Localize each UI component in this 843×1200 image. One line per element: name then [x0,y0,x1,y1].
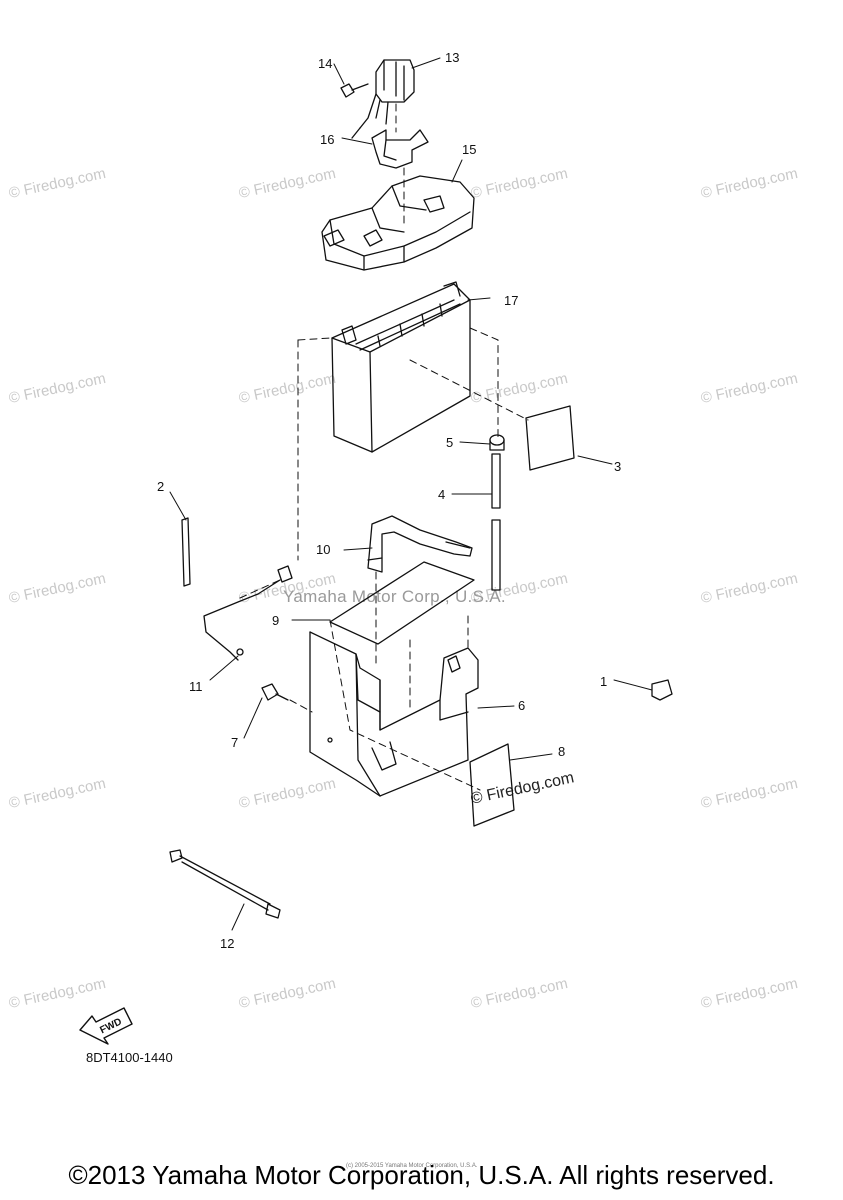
bolt-part [340,83,369,98]
callout-12: 12 [220,936,235,951]
strip-part [181,517,191,587]
callout-17: 17 [504,293,519,308]
callout-14: 14 [318,56,333,71]
copyright-footer: ©2013 Yamaha Motor Corporation, U.S.A. A… [68,1160,775,1190]
callout-10: 10 [316,542,331,557]
callout-11: 11 [189,679,203,694]
tiny-credit: (c) 2005-2015 Yamaha Motor Corporation, … [346,1163,478,1169]
callout-8: 8 [558,744,566,759]
callout-7: 7 [231,735,239,750]
sheet-part [329,561,475,645]
callout-3: 3 [614,459,622,474]
callout-13: 13 [445,50,460,65]
clip-part [651,679,673,701]
fuse-holder-part [351,59,415,139]
breather-hose-part [491,453,501,591]
fwd-arrow-icon: FWD [79,1007,133,1045]
callout-16: 16 [320,132,335,147]
lead-wire-part [169,849,281,919]
label-part [525,405,575,471]
bracket-part [371,129,429,169]
callout-15: 15 [462,142,477,157]
battery-cover-part [321,175,475,271]
callout-1: 1 [600,674,608,689]
bolt-part [261,683,289,701]
callout-4: 4 [438,487,446,502]
panel-part [469,743,515,827]
diagram-code: 8DT4100-1440 [86,1050,173,1065]
band-part [367,515,473,573]
callout-9: 9 [272,613,280,628]
cap-part [489,434,505,451]
callout-5: 5 [446,435,454,450]
callout-6: 6 [518,698,526,713]
battery-case-part [309,631,479,797]
battery-part [331,281,471,453]
center-watermark: Yamaha Motor Corp., U.S.A. [283,587,506,606]
callout-2: 2 [157,479,165,494]
minus-lead-part [203,565,293,661]
